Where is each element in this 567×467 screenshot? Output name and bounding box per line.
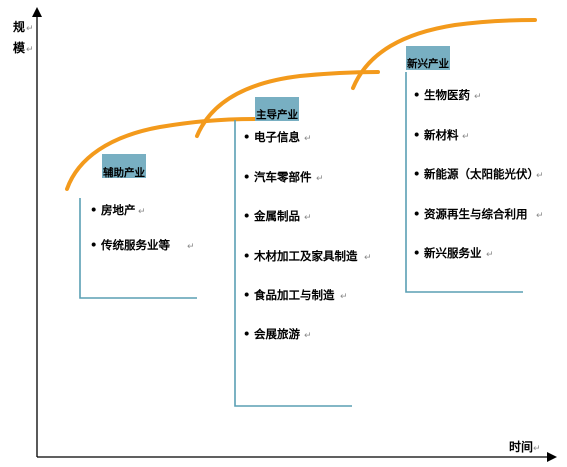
list-item: 房地产 <box>101 203 136 217</box>
paragraph-mark: ↵ <box>340 292 348 302</box>
paragraph-mark: ↵ <box>462 132 470 142</box>
tag-box-emerging <box>406 46 450 70</box>
bullet: • <box>413 128 420 142</box>
list-item: 木材加工及家具制造 <box>253 249 358 263</box>
bullet: • <box>243 170 250 184</box>
growth-curve-auxiliary <box>65 117 257 191</box>
bracket-emerging <box>405 72 523 293</box>
bullet: • <box>90 203 97 217</box>
y-axis-label-bottom: 模 <box>13 40 26 55</box>
paragraph-mark: ↵ <box>304 213 312 223</box>
list-item: 新兴服务业 <box>424 246 482 260</box>
paragraph-mark: ↵ <box>316 174 324 184</box>
bullet: • <box>243 130 250 144</box>
paragraph-mark: ↵ <box>304 134 312 144</box>
list-item: 传统服务业等 <box>100 238 170 252</box>
bracket-leading <box>234 120 352 407</box>
paragraph-mark: ↵ <box>26 24 34 34</box>
paragraph-mark: ↵ <box>304 331 312 341</box>
tag-label-leading: 主导产业 <box>256 108 298 121</box>
list-item: 汽车零部件 <box>254 170 312 184</box>
bullet: • <box>243 288 250 302</box>
list-item: 会展旅游 <box>253 327 300 341</box>
list-item: 新能源（太阳能光伏） <box>424 167 539 181</box>
bullet: • <box>413 207 420 221</box>
paragraph-mark: ↵ <box>533 444 541 454</box>
bullet: • <box>413 167 420 181</box>
paragraph-mark: ↵ <box>536 171 544 181</box>
x-axis-label: 时间 <box>509 439 533 454</box>
bullet: • <box>243 327 250 341</box>
y-axis-label-top: 规 <box>13 19 25 34</box>
list-item: 电子信息 <box>254 130 300 144</box>
paragraph-mark: ↵ <box>26 45 34 55</box>
list-item: 食品加工与制造 <box>254 288 335 302</box>
list-item: 资源再生与综合利用 <box>424 207 528 221</box>
paragraph-mark: ↵ <box>364 253 372 263</box>
list-item: 新材料 <box>424 128 459 142</box>
tag-label-auxiliary: 辅助产业 <box>103 166 145 179</box>
tag-box-auxiliary <box>102 154 146 178</box>
bullet: • <box>243 249 250 263</box>
tag-label-emerging: 新兴产业 <box>407 57 449 70</box>
paragraph-mark: ↵ <box>474 92 482 102</box>
bracket-auxiliary <box>79 198 197 299</box>
bullet: • <box>90 238 97 252</box>
paragraph-mark: ↵ <box>187 242 195 252</box>
list-item: 生物医药 <box>424 88 470 102</box>
paragraph-mark: ↵ <box>486 250 494 260</box>
growth-curve-emerging <box>351 18 537 90</box>
tag-box-leading <box>255 97 299 121</box>
bullet: • <box>243 209 250 223</box>
paragraph-mark: ↵ <box>138 207 146 217</box>
bullet: • <box>413 246 420 260</box>
bullet: • <box>413 88 420 102</box>
list-item: 金属制品 <box>253 209 300 223</box>
paragraph-mark: ↵ <box>536 211 544 221</box>
growth-curve-leading <box>195 70 380 138</box>
